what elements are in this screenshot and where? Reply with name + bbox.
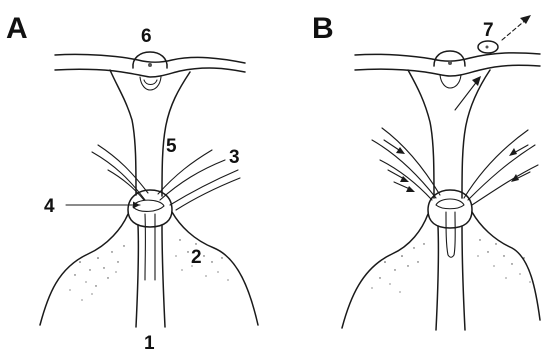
panel-a-bulb-inner: [144, 80, 157, 85]
panel-a-stipple: [69, 239, 228, 300]
panel-a-mound-left: [40, 214, 128, 325]
panel-b-strand-2: [372, 140, 436, 198]
panel-b-lower-stalk-right: [462, 226, 465, 330]
panel-a-strand-2: [98, 145, 148, 193]
panel-a-lower-stalk-left: [136, 225, 138, 327]
panel-b-letter: B: [312, 12, 334, 45]
panel-a-lower-stalk-right: [162, 225, 165, 327]
panel-a-bulb: [140, 77, 161, 90]
panel-b: B: [312, 12, 540, 330]
panel-a-label-4: 4: [44, 196, 55, 217]
panel-b-arrow-right-2-head: [511, 174, 519, 182]
panel-a-label-2: 2: [191, 247, 202, 268]
panel-a-upper-band-bottom: [55, 68, 245, 77]
panel-b-lower-inner: [446, 212, 455, 257]
panel-b-funnel-right: [462, 70, 490, 198]
panel-a: A: [6, 12, 258, 354]
panel-a-mound-right: [172, 212, 258, 325]
panel-b-strand-6: [472, 165, 538, 205]
panel-b-bulb: [440, 75, 461, 88]
panel-a-strand-6: [170, 170, 238, 205]
panel-a-strand-7: [176, 178, 240, 210]
panel-b-dome-dot: [448, 61, 452, 65]
panel-a-funnel-right: [162, 72, 190, 196]
panel-b-oval-dot: [486, 46, 489, 49]
panel-b-stipple: [371, 239, 530, 292]
panel-a-upper-band-top: [55, 54, 245, 63]
panel-a-letter: A: [6, 12, 28, 45]
panel-b-arrow-funnel-head: [472, 76, 481, 86]
panel-b-arrow-left-1-head: [396, 147, 405, 154]
panel-b-lower-stalk-left: [436, 226, 438, 330]
panel-b-mound-left: [342, 214, 428, 328]
panel-b-strand-1: [382, 128, 440, 195]
panel-a-label-1: 1: [144, 333, 155, 354]
panel-b-upper-band-bottom: [355, 65, 540, 76]
panel-b-arrow-left-3-head: [406, 186, 415, 192]
panel-a-strand-3: [108, 170, 144, 200]
panel-b-arrow-funnel: [455, 80, 478, 110]
panel-a-dome-dot: [148, 63, 152, 67]
panel-b-arrow-7-head: [520, 15, 531, 24]
panel-b-mound-right: [472, 212, 540, 320]
panel-b-central-pouch: [436, 199, 464, 209]
panel-b-upper-band-top: [355, 53, 540, 61]
panel-a-label-3: 3: [229, 147, 240, 168]
panel-b-arrow-right-1-head: [509, 148, 517, 156]
panel-b-label-7: 7: [483, 20, 494, 41]
panel-a-funnel-left: [110, 70, 136, 195]
panel-b-strand-4: [464, 130, 528, 198]
panel-a-label-6: 6: [141, 26, 152, 47]
panel-a-label-5: 5: [166, 136, 177, 157]
